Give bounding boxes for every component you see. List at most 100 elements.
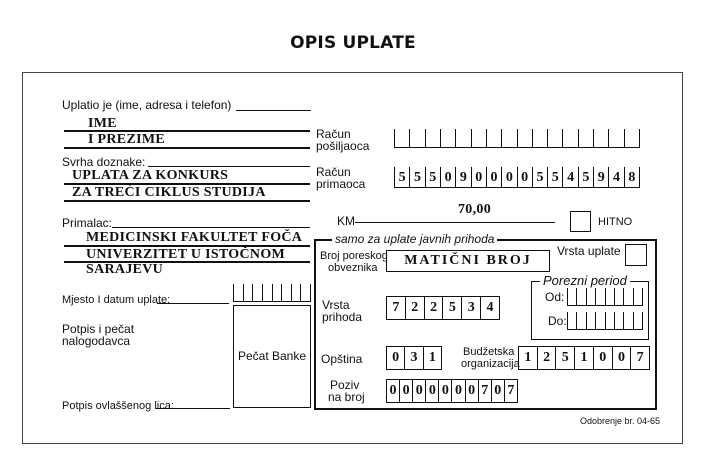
municipality-grid[interactable]: 0 3 1 bbox=[386, 346, 442, 370]
reference-label-1: Poziv bbox=[330, 378, 360, 392]
urgent-checkbox[interactable] bbox=[570, 211, 591, 232]
recipient-account-digit: 0 bbox=[518, 167, 533, 187]
recipient-account-digit: 5 bbox=[395, 167, 411, 187]
revenue-type-grid[interactable]: 7 2 2 5 3 4 bbox=[386, 296, 500, 320]
reference-digit: 7 bbox=[479, 380, 492, 402]
reference-digit: 0 bbox=[413, 380, 427, 402]
recipient-account-digit: 4 bbox=[563, 167, 579, 187]
recipient-label-line bbox=[112, 227, 310, 228]
purpose-rule-1 bbox=[64, 183, 310, 185]
tax-period-to-grid[interactable] bbox=[567, 312, 643, 330]
purpose-rule-2 bbox=[64, 200, 310, 202]
page-title: OPIS UPLATE bbox=[290, 33, 416, 53]
tax-id-label-1: Broj poreskog bbox=[320, 250, 388, 262]
recipient-account-digit: 5 bbox=[579, 167, 595, 187]
revenue-type-digit: 3 bbox=[462, 297, 482, 319]
municipality-digit: 1 bbox=[428, 350, 436, 365]
approval-note: Odobrenje br. 04-65 bbox=[580, 416, 661, 426]
sender-account-label-1: Račun bbox=[316, 127, 351, 141]
revenue-type-digit: 5 bbox=[443, 297, 463, 319]
recipient-account-digit: 0 bbox=[502, 167, 518, 187]
recipient-account-digit: 5 bbox=[533, 167, 549, 187]
revenue-type-digit: 7 bbox=[387, 297, 406, 319]
recipient-account-digit: 0 bbox=[472, 167, 487, 187]
recipient-account-digit: 4 bbox=[609, 167, 625, 187]
recipient-label: Primalac: bbox=[62, 216, 113, 230]
reference-digit: 0 bbox=[466, 380, 479, 402]
revenue-type-digit: 4 bbox=[486, 300, 494, 315]
payment-slip bbox=[22, 72, 683, 444]
budget-org-label-2: organizacija bbox=[461, 358, 520, 370]
reference-digit: 0 bbox=[439, 380, 453, 402]
budget-org-grid[interactable]: 1 2 5 1 0 0 7 bbox=[518, 346, 650, 370]
revenue-type-label-1: Vrsta bbox=[322, 298, 350, 312]
tax-id-value: MATIČNI BROJ bbox=[404, 253, 532, 268]
recipient-account-digit: 0 bbox=[441, 167, 457, 187]
budget-org-digit: 5 bbox=[556, 347, 576, 369]
budget-org-digit: 2 bbox=[538, 347, 557, 369]
amount-value[interactable]: 70,00 bbox=[458, 202, 491, 217]
recipient-account-digit: 0 bbox=[487, 167, 503, 187]
recipient-rule-2 bbox=[64, 261, 310, 263]
payment-type-field[interactable] bbox=[625, 244, 647, 266]
recipient-account-digit: 9 bbox=[456, 167, 472, 187]
tax-period-from-label: Od: bbox=[545, 290, 565, 304]
payer-rule-1 bbox=[64, 130, 310, 132]
sender-account-grid[interactable] bbox=[394, 129, 640, 148]
recipient-account-digit: 5 bbox=[410, 167, 426, 187]
reference-digit: 0 bbox=[452, 380, 466, 402]
tax-period-label: Porezni period bbox=[540, 274, 630, 287]
payer-line-1[interactable]: IME bbox=[88, 116, 117, 131]
purpose-label: Svrha doznake: bbox=[62, 155, 146, 169]
bank-stamp-box: Pečat Banke bbox=[233, 305, 311, 408]
revenue-type-digit: 2 bbox=[406, 297, 425, 319]
purpose-line-1[interactable]: UPLATA ZA KONKURS bbox=[72, 168, 229, 183]
recipient-rule-1 bbox=[64, 245, 310, 247]
sender-account-label-2: pošiljaoca bbox=[316, 139, 370, 153]
recipient-account-digit: 5 bbox=[548, 167, 564, 187]
budget-org-digit: 0 bbox=[613, 347, 632, 369]
budget-org-digit: 7 bbox=[636, 350, 644, 365]
date-grid[interactable] bbox=[233, 284, 311, 302]
budget-org-digit: 1 bbox=[575, 347, 594, 369]
payer-line-2[interactable]: I PREZIME bbox=[88, 132, 165, 147]
bank-stamp-label: Pečat Banke bbox=[237, 349, 307, 363]
recipient-account-digit: 9 bbox=[594, 167, 610, 187]
recipient-account-digit: 5 bbox=[426, 167, 441, 187]
tax-period-to-label: Do: bbox=[548, 314, 567, 328]
payer-label: Uplatio je (ime, adresa i telefon) bbox=[62, 98, 232, 112]
purpose-label-line bbox=[148, 166, 310, 167]
reference-digit: 7 bbox=[507, 383, 515, 398]
urgent-label: HITNO bbox=[598, 216, 633, 228]
payment-type-label: Vrsta uplate bbox=[557, 244, 621, 258]
recipient-line-1[interactable]: MEDICINSKI FAKULTET FOČA bbox=[86, 230, 303, 245]
municipality-digit: 3 bbox=[405, 347, 424, 369]
authorized-signature-label: Potpis ovlaššenog lica: bbox=[62, 400, 174, 412]
reference-label-2: na broj bbox=[328, 390, 365, 404]
place-date-label: Mjesto I datum uplate: bbox=[62, 294, 171, 306]
tax-period-from-grid[interactable] bbox=[567, 288, 643, 306]
tax-id-label-2: obveznika bbox=[328, 262, 378, 274]
amount-label: KM bbox=[337, 214, 355, 228]
reference-grid[interactable]: 0 0 0 0 0 0 0 7 0 7 bbox=[386, 379, 518, 403]
payer-rule-2 bbox=[64, 147, 310, 149]
budget-org-digit: 0 bbox=[594, 347, 613, 369]
reference-digit: 0 bbox=[492, 380, 505, 402]
budget-org-digit: 1 bbox=[519, 347, 538, 369]
revenue-type-digit: 2 bbox=[425, 297, 444, 319]
stamp-label: Potpis i pečat nalogodavca bbox=[62, 322, 135, 348]
recipient-account-label-2: primaoca bbox=[316, 177, 366, 191]
purpose-line-2[interactable]: ZA TREĆI CIKLUS STUDIJA bbox=[72, 185, 266, 200]
recipient-line-3[interactable]: SARAJEVU bbox=[86, 262, 164, 277]
municipality-label: Opština bbox=[321, 352, 363, 366]
recipient-account-label-1: Račun bbox=[316, 165, 351, 179]
recipient-account-digit: 8 bbox=[628, 170, 636, 185]
reference-digit: 0 bbox=[400, 380, 414, 402]
public-section-title: samo za uplate javnih prihoda bbox=[332, 233, 498, 246]
recipient-account-grid[interactable]: 5 5 5 0 9 0 0 0 0 5 5 4 5 9 4 8 bbox=[394, 167, 640, 188]
payer-label-line bbox=[236, 110, 311, 111]
recipient-line-2[interactable]: UNIVERZITET U ISTOČNOM bbox=[86, 247, 286, 262]
authorized-signature-line bbox=[156, 408, 230, 409]
reference-digit: 0 bbox=[387, 380, 401, 402]
tax-id-field[interactable]: MATIČNI BROJ bbox=[386, 250, 550, 272]
